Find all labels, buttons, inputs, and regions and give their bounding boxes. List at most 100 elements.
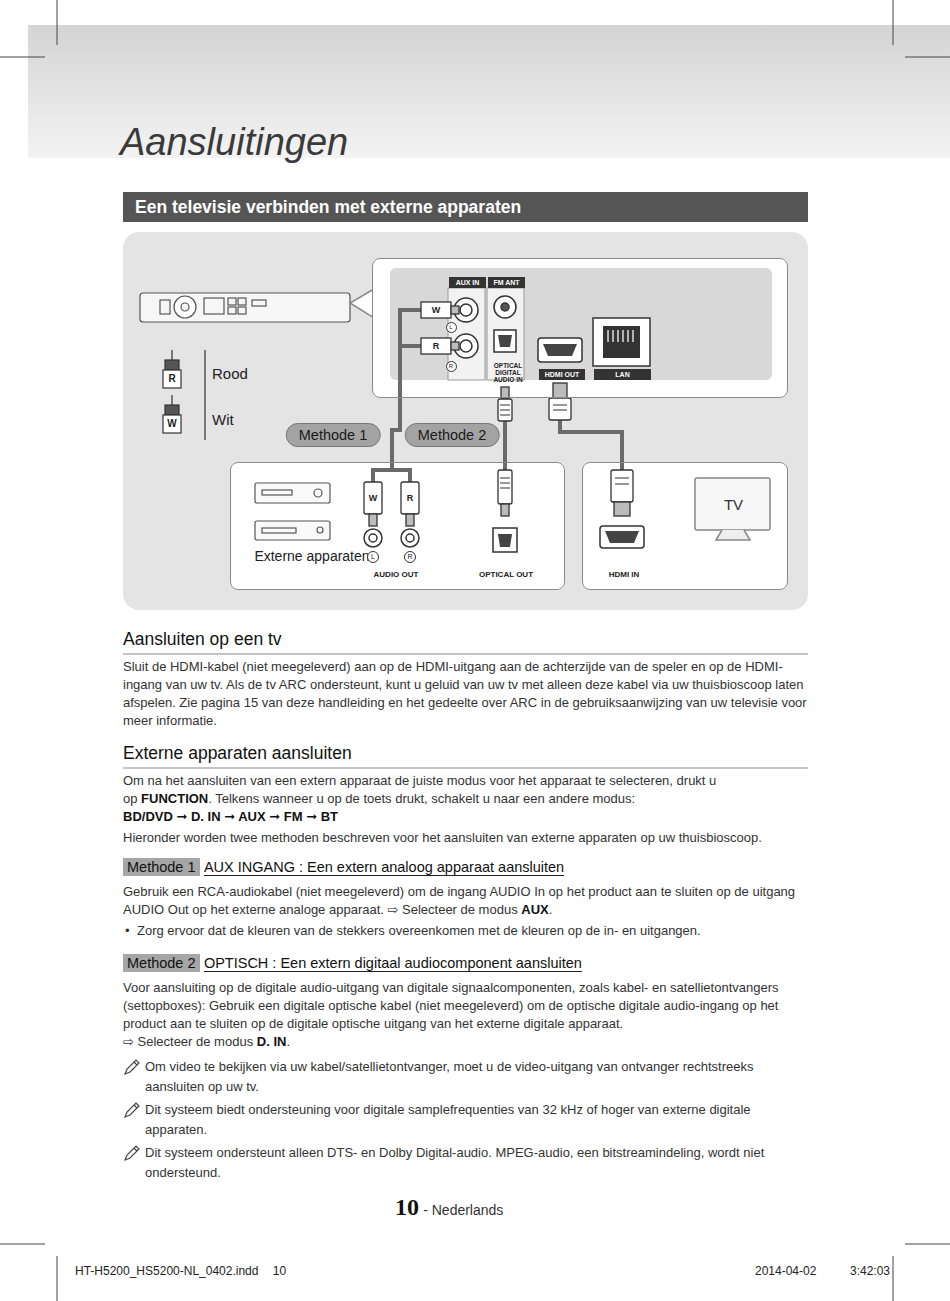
optical-in-port bbox=[494, 330, 516, 352]
body-text: • bbox=[125, 923, 130, 938]
rca-cable bbox=[400, 310, 421, 398]
method-title: AUX INGANG : Een extern analoog apparaat… bbox=[204, 859, 564, 876]
lan-port bbox=[608, 330, 633, 342]
hdmi-in-port bbox=[605, 531, 639, 543]
box-ground bbox=[230, 462, 565, 590]
rca-plug bbox=[451, 306, 459, 314]
print-slug: HT-H5200_HS5200-NL_0402.indd10 bbox=[75, 1263, 375, 1279]
body-text: . bbox=[549, 902, 553, 917]
hdmi-out-port bbox=[538, 338, 582, 362]
hdmi-plug bbox=[553, 383, 567, 398]
optical-plug bbox=[498, 399, 512, 421]
rca-plug bbox=[421, 302, 451, 318]
external-device bbox=[317, 527, 323, 533]
print-slug: 3:42:03 bbox=[850, 1263, 930, 1279]
optical-in-port bbox=[494, 330, 516, 352]
tv-set bbox=[695, 478, 770, 540]
body-text: HT-H5200_HS5200-NL_0402.indd bbox=[75, 1264, 258, 1278]
player-unit bbox=[238, 298, 246, 305]
body-text: Aansluiten op een tv bbox=[123, 629, 282, 649]
text-block: Zorg ervoor dat de kleuren van de stekke… bbox=[137, 922, 808, 940]
plug-marking: L bbox=[446, 322, 457, 333]
text-block: • bbox=[125, 922, 135, 940]
legend-divider bbox=[204, 350, 205, 440]
port-label: OPTICAL DIGITAL AUDIO IN bbox=[487, 362, 529, 383]
legend-plug bbox=[163, 370, 181, 388]
player-unit bbox=[204, 298, 224, 314]
port-label: HDMI IN bbox=[589, 569, 659, 580]
optical-plug bbox=[501, 504, 509, 516]
body-text: 2014-04-02 bbox=[755, 1264, 816, 1278]
section-heading: Externe apparaten aansluiten bbox=[123, 741, 808, 769]
rca-plug bbox=[364, 482, 382, 514]
method-title: OPTISCH : Een extern digitaal audiocompo… bbox=[204, 955, 582, 972]
body-text: - Nederlands bbox=[423, 1202, 503, 1218]
fm-antenna-jack bbox=[494, 296, 516, 318]
rca-cable bbox=[373, 310, 622, 482]
plug-marking: R bbox=[446, 361, 457, 372]
external-device bbox=[255, 483, 330, 503]
method-tag: Methode 1 bbox=[123, 858, 200, 876]
audio-out-jack bbox=[401, 529, 419, 547]
text-block: Dit systeem ondersteunt alleen DTS- en D… bbox=[145, 1143, 808, 1183]
fm-antenna-jack bbox=[501, 303, 509, 311]
note-icon bbox=[125, 1103, 139, 1117]
page-number: 10- Nederlands bbox=[395, 1193, 615, 1224]
text-block: Voor aansluiting op de digitale audio-ui… bbox=[123, 979, 808, 1051]
player-unit bbox=[238, 307, 246, 314]
text-block: Dit systeem biedt ondersteuning voor dig… bbox=[145, 1100, 808, 1140]
hdmi-in-port bbox=[600, 526, 644, 548]
page-heading: Aansluitingen bbox=[120, 119, 640, 165]
legend-text: Wit bbox=[212, 410, 234, 430]
hdmi-out-port bbox=[543, 344, 577, 356]
rca-plug bbox=[421, 338, 451, 354]
diagram-ground bbox=[123, 232, 808, 610]
legend-plug bbox=[165, 360, 179, 370]
page-number: 10 bbox=[395, 1194, 419, 1220]
lan-port bbox=[603, 326, 640, 358]
legend-plug bbox=[165, 405, 179, 415]
hdmi-out-port bbox=[538, 338, 582, 362]
text-block: Om na het aansluiten van een extern appa… bbox=[123, 772, 808, 826]
rca-cable bbox=[373, 462, 410, 482]
body-text: ⇨ Selecteer de modus bbox=[388, 902, 518, 917]
hdmi-plug bbox=[614, 502, 630, 516]
rca-plug bbox=[401, 482, 419, 514]
bold-text: FUNCTION bbox=[141, 791, 208, 806]
text-block: Om video te bekijken via uw kabel/satell… bbox=[145, 1057, 808, 1097]
plug-marking: W bbox=[366, 491, 381, 506]
plug-marking: W bbox=[429, 303, 444, 318]
aux-in-jack bbox=[460, 304, 472, 316]
port-label: AUDIO OUT bbox=[366, 569, 426, 580]
mode-sequence: BD/DVD ➞ D. IN ➞ AUX ➞ FM ➞ BT bbox=[123, 808, 808, 826]
plug-marking: R bbox=[429, 339, 444, 354]
aux-in-jack bbox=[460, 340, 472, 352]
audio-out-jack bbox=[364, 529, 419, 547]
body-text: ⇨ Selecteer de modus bbox=[123, 1034, 253, 1049]
hdmi-plug bbox=[553, 405, 567, 410]
note-icon bbox=[125, 1060, 139, 1074]
callout-wedge bbox=[350, 289, 374, 318]
rca-cable bbox=[505, 462, 622, 470]
body-text: . bbox=[286, 1034, 290, 1049]
rca-plug bbox=[364, 302, 459, 526]
method-heading: Methode 2OPTISCH : Een extern digitaal a… bbox=[123, 953, 808, 973]
optical-out-port bbox=[493, 528, 517, 552]
connector-panel: AUX INFM ANTOPTICAL DIGITAL AUDIO INHDMI… bbox=[372, 258, 788, 398]
optical-plug bbox=[498, 470, 512, 504]
plug-marking: R bbox=[403, 491, 418, 506]
external-device bbox=[262, 528, 296, 533]
player-unit bbox=[228, 298, 236, 305]
lan-port bbox=[593, 318, 650, 366]
panel-ground bbox=[390, 268, 772, 380]
note-icon bbox=[125, 1146, 139, 1160]
plug-marking: L bbox=[367, 551, 379, 563]
hdmi-plug bbox=[611, 470, 633, 502]
player-unit bbox=[140, 293, 350, 322]
method-heading: Methode 1AUX INGANG : Een extern analoog… bbox=[123, 857, 808, 877]
callout-wedge bbox=[350, 289, 374, 318]
page-heading: Aansluitingen bbox=[120, 121, 348, 163]
rca-plug bbox=[406, 514, 414, 526]
